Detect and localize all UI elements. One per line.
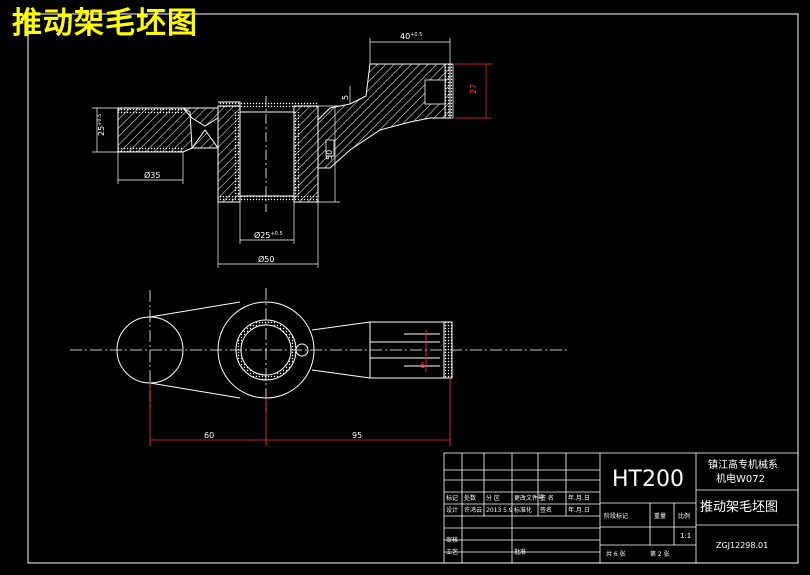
sheet-no: 第 2 张: [650, 550, 670, 558]
drawing-no: ZGJ12298.01: [716, 541, 768, 550]
designer: 许鸿云: [464, 506, 482, 514]
dim-center-right: 95: [352, 431, 362, 440]
top-view-centerlines: [70, 288, 570, 412]
dim-left-height: 25+0.5: [97, 114, 106, 136]
row-date: 年.月.日: [568, 494, 590, 502]
scale-label: 比例: [678, 512, 690, 520]
dim-bore: Ø25+0.5: [254, 230, 283, 240]
sheets-total: 共 6 张: [606, 550, 626, 558]
std-label: 标准化: [514, 506, 532, 514]
row-mark: 标记: [446, 494, 458, 502]
designer-label: 设计: [446, 506, 458, 514]
material: HT200: [612, 467, 684, 492]
weight-label: 重量: [654, 512, 666, 520]
scale-value: 1:1: [680, 532, 691, 540]
process-label: 工艺: [446, 548, 458, 556]
design-date: 2013 5.9: [486, 507, 513, 514]
school: 镇江高专机械系: [708, 458, 778, 471]
sign2: 签名: [540, 506, 552, 514]
part-name: 推动架毛坯图: [700, 500, 778, 515]
dim-top-width: 40+0.5: [400, 32, 422, 41]
top-view-dimension-texts: 60 95 6: [204, 361, 425, 440]
row-change: 更改文件号: [514, 494, 544, 502]
top-view-dimensions: [149, 330, 451, 446]
section-view: [117, 63, 454, 212]
dim-slot: 6: [420, 361, 425, 370]
drawing-border: [27, 13, 799, 564]
dim-diameter-50: Ø50: [258, 254, 274, 264]
class: 机电W072: [716, 472, 765, 485]
dim-small-vertical: 5: [341, 95, 350, 100]
section-dimensions: [92, 38, 492, 268]
review-label: 审核: [446, 536, 458, 544]
dim-diameter-35: Ø35: [144, 170, 160, 180]
drawing-title: 推动架毛坯图: [12, 6, 198, 41]
title-block: [443, 452, 799, 564]
stage-mark: 阶段标记: [604, 512, 628, 520]
dim-hub-height: 50: [325, 150, 334, 160]
approve-label: 批准: [514, 548, 526, 556]
section-dimension-texts: 40+0.5 27 25+0.5 5 Ø35 Ø25+0.5 Ø50 50: [97, 32, 478, 264]
row-sign: 签 名: [540, 494, 554, 502]
row-count: 处数: [464, 494, 476, 502]
row-zone: 分 区: [486, 494, 500, 502]
date2: 年.月.日: [568, 506, 590, 514]
dim-right-height: 27: [469, 84, 478, 94]
title-block-texts: HT200 镇江高专机械系 机电W072 推动架毛坯图 ZGJ12298.01 …: [446, 458, 778, 558]
dim-center-left: 60: [204, 431, 214, 440]
